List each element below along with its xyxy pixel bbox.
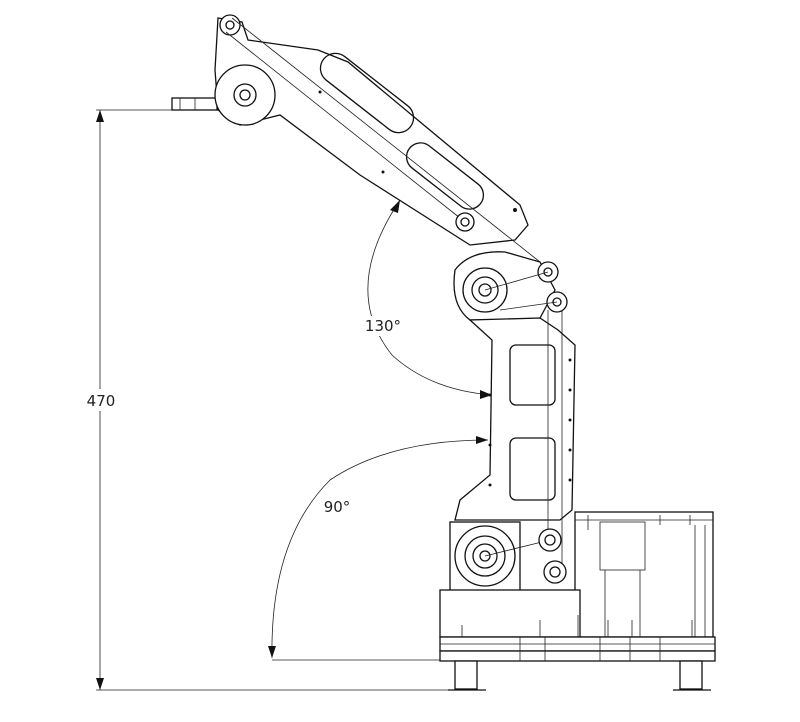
upper-arm-body — [454, 317, 576, 521]
base-inner-box — [599, 521, 646, 571]
foot-left — [454, 660, 478, 690]
shoulder-motor — [449, 521, 567, 611]
shoulder-pulley-lower — [543, 560, 567, 584]
angle-90-arrow-bottom — [268, 646, 276, 658]
dimension-arrow-top — [96, 110, 104, 122]
gripper-jaw — [171, 97, 218, 111]
wrist-hub — [214, 64, 276, 126]
dimension-label-470: 470 — [87, 392, 116, 410]
forearm-slot-1 — [319, 52, 415, 134]
elbow-joint — [453, 251, 568, 321]
base-enclosure — [439, 511, 714, 638]
base-cabinet — [574, 511, 714, 638]
upper-arm-window-2 — [509, 437, 556, 501]
dimension-arrow-bottom — [96, 678, 104, 690]
foot-right — [679, 660, 703, 690]
top-pulley — [219, 14, 241, 36]
base-front-block — [439, 589, 581, 638]
upper-arm-link — [454, 310, 576, 570]
shoulder-pulley-upper — [538, 528, 562, 552]
upper-arm-window-1 — [509, 344, 556, 406]
forearm-slot-2 — [405, 142, 485, 210]
angle-90-indicator: 90° — [268, 436, 489, 661]
elbow-pivot-small — [455, 212, 475, 232]
angle-130-arc — [367, 199, 493, 396]
height-dimension: 470 — [84, 109, 455, 691]
angle-130-indicator: 130° — [360, 199, 493, 399]
base-plate — [439, 615, 716, 691]
angle-90-arc — [271, 439, 489, 659]
forearm-body — [214, 17, 529, 246]
base-plate-bottom — [439, 650, 716, 662]
gripper-tip — [171, 97, 218, 111]
angle-90-label: 90° — [324, 498, 351, 516]
angle-130-arrow-bottom — [480, 390, 492, 399]
angle-130-label: 130° — [365, 317, 401, 335]
angle-90-arrow-right — [476, 436, 488, 444]
angle-130-arrow-top — [390, 200, 400, 213]
forearm-link — [214, 14, 541, 263]
